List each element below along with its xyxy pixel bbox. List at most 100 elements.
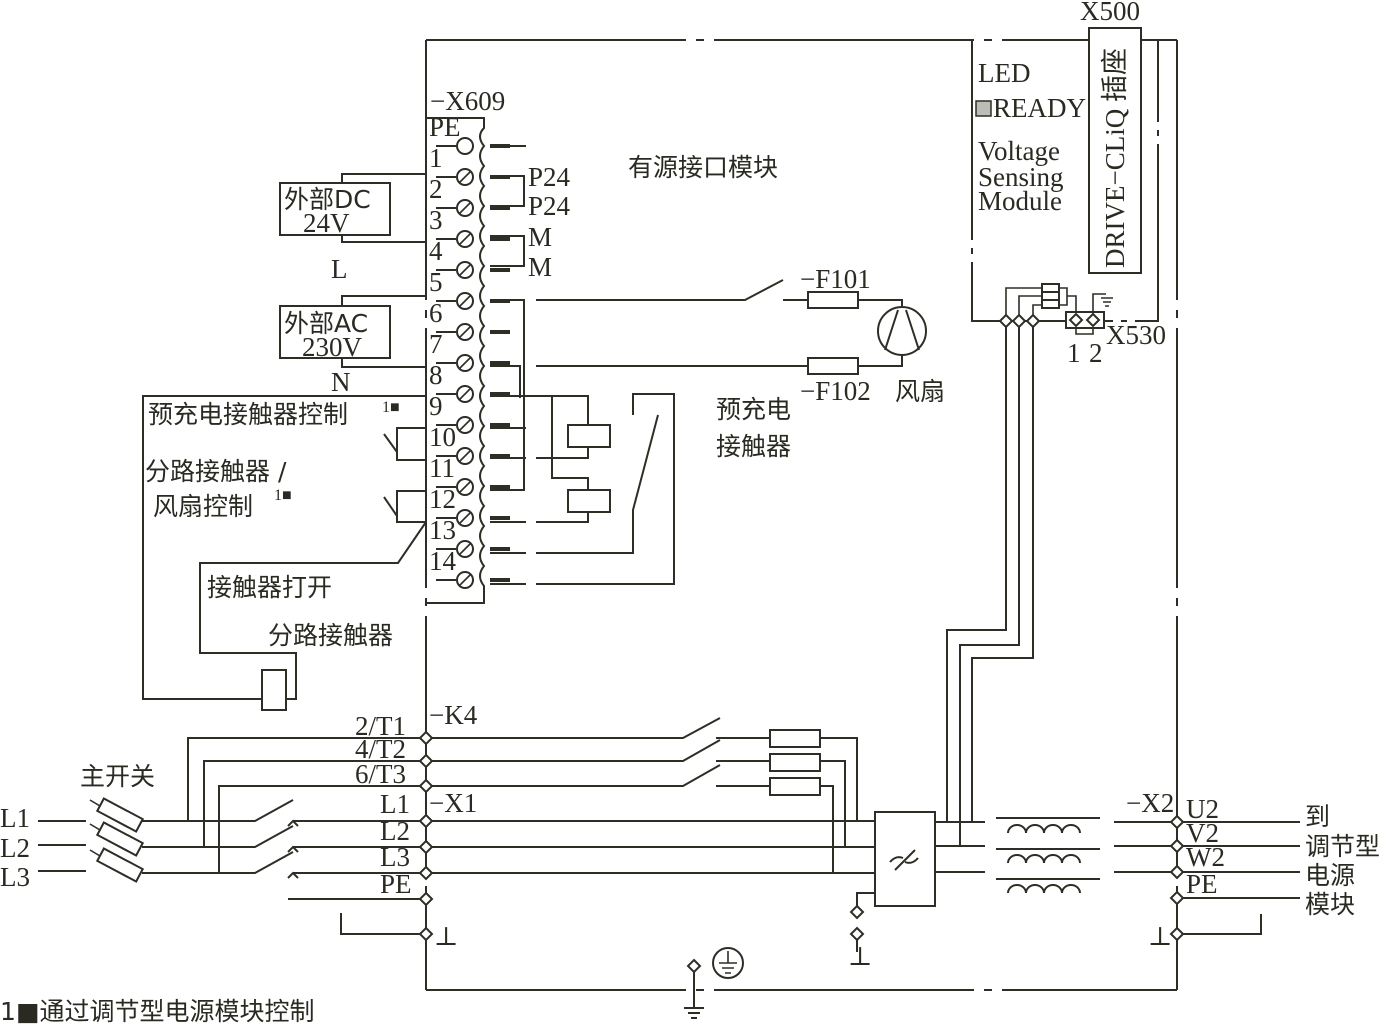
precharge-control-label: 预充电接触器控制 <box>148 400 348 429</box>
x609-pin-5: 5 <box>429 267 510 310</box>
power-terminals <box>418 730 1185 974</box>
rectifier-terminal <box>849 926 865 942</box>
x609-pin-label: 2 <box>429 174 443 204</box>
control-wiring: 预充电接触器控制 1■ 分路接触器 / 风扇控制 1■ 接触器打开 分路接触器 <box>142 395 427 711</box>
internal-relays: 预充电 接触器 <box>490 299 791 585</box>
x1-pin-l1: L1 <box>380 789 410 819</box>
x530-pin2: 2 <box>1089 338 1103 368</box>
bypass-fan-label-1: 分路接触器 / <box>145 457 287 486</box>
x1-terminal <box>418 753 434 769</box>
vsm-terminals <box>998 312 1101 329</box>
fuse-f102 <box>807 357 859 375</box>
x609-pin-label: 13 <box>429 515 456 545</box>
x1-terminal <box>418 891 434 907</box>
x609-pin-2: 2 <box>429 174 510 217</box>
drivecliq-label: DRIVE−CLiQ 插座 <box>1100 48 1130 268</box>
x1-terminal <box>418 778 434 794</box>
x530-label: X530 <box>1106 320 1166 350</box>
x609-pin-label: 4 <box>429 236 443 266</box>
drivecliq-socket <box>1088 27 1142 274</box>
inductor-coil <box>1007 854 1081 864</box>
bypass-contactor-label: 分路接触器 <box>268 621 393 650</box>
x609-pin-14: 14 <box>429 546 510 589</box>
x2-terminal <box>1169 838 1185 854</box>
fuse-f101-label: −F101 <box>800 264 871 294</box>
fuse-f101 <box>807 291 859 309</box>
contactor-open-label: 接触器打开 <box>207 573 332 602</box>
rectifier-terminal <box>849 904 865 920</box>
fan-circuit: −F101 −F102 风扇 <box>536 264 945 406</box>
x500-label: X500 <box>1080 0 1140 26</box>
to-module-2: 调节型 <box>1305 832 1380 861</box>
x1-terminal <box>418 730 434 746</box>
x609-pin-label: 11 <box>429 453 455 483</box>
m-label-1: M <box>528 222 552 252</box>
precharge-contactor-label-1: 预充电 <box>716 395 791 424</box>
x2-terminal <box>1169 814 1185 830</box>
x1-terminal <box>418 839 434 855</box>
external-dc-supply: 外部DC 24V <box>279 173 426 243</box>
ground-icon <box>1101 297 1113 307</box>
power-section: −K4 −X1 2/T1 4/T2 6/T3 L1 L2 L3 PE 主开关 L… <box>0 700 1380 1019</box>
module-title: 有源接口模块 <box>628 153 778 182</box>
x2-terminal <box>1169 890 1185 906</box>
x2-ground-symbol: ⊥ <box>1148 922 1172 951</box>
x609-pin-label: 12 <box>429 484 456 514</box>
ready-label: READY <box>993 93 1086 123</box>
x609-pin-4: 4 <box>429 236 510 279</box>
x609-pin-6: 6 <box>429 298 510 341</box>
x609-pin-label: PE <box>429 112 461 142</box>
x2-terminal <box>1169 926 1185 942</box>
x609-pin-label: 3 <box>429 205 443 235</box>
x530-terminal <box>1068 312 1084 328</box>
main-switch-label: 主开关 <box>80 762 155 791</box>
precharge-contactor-label-2: 接触器 <box>716 432 791 461</box>
x609-pin-10: 10 <box>429 422 510 465</box>
converter-icon <box>889 849 919 871</box>
module-boundary <box>425 39 1178 991</box>
x609-pin-label: 14 <box>429 546 457 576</box>
x2-label: −X2 <box>1126 788 1174 818</box>
footnote-mark-1: 1■ <box>382 399 400 416</box>
x1-terminal <box>418 865 434 881</box>
main-switch-fuses <box>89 797 145 883</box>
footnote: 1■通过调节型电源模块控制 <box>0 997 315 1026</box>
k4-label: −K4 <box>429 700 478 730</box>
x609-pin-label: 7 <box>429 329 443 359</box>
vsm-sense-terminal <box>1025 313 1041 329</box>
x609-pin-3: 3 <box>429 205 510 248</box>
ext-ac-line2: 230V <box>302 332 363 362</box>
footnote-mark-2: 1■ <box>274 487 292 504</box>
protective-earth-icon <box>712 947 744 979</box>
m-label-2: M <box>528 252 552 282</box>
k4-pin-t3: 6/T3 <box>355 759 406 789</box>
x609-pin-7: 7 <box>429 329 510 372</box>
line-reactor-coils <box>1007 824 1081 894</box>
vsm-line2: Sensing <box>978 162 1064 192</box>
ext-ac-line1: 外部AC <box>284 309 368 338</box>
ready-led-indicator <box>975 100 992 117</box>
x609-pin-label: 1 <box>429 143 443 173</box>
x609-pin-8: 8 <box>429 360 510 403</box>
p24-label-2: P24 <box>528 191 571 221</box>
x1-label: −X1 <box>429 788 477 818</box>
x609-pin-label: 5 <box>429 267 443 297</box>
ext-dc-line2: 24V <box>303 208 350 238</box>
to-module-3: 电源 <box>1305 861 1355 890</box>
inductor-coil <box>1007 884 1081 894</box>
k4-pin-t1: 2/T1 <box>355 711 406 741</box>
fuse-f102-label: −F102 <box>800 376 871 406</box>
vsm-sense-terminal <box>998 313 1014 329</box>
voltage-sensing-module: X500 DRIVE−CLiQ 插座 LED READY Voltage Sen… <box>946 0 1166 846</box>
vsm-sense-terminal <box>1011 313 1027 329</box>
fan-motor-icon <box>877 306 927 356</box>
n-label: N <box>331 367 351 397</box>
x1-ground-symbol: ⊥ <box>434 922 458 951</box>
p24-m-bridges: P24 P24 M M <box>490 145 571 282</box>
vsm-line3: Module <box>978 186 1062 216</box>
x1-terminal <box>418 926 434 942</box>
inductor-coil <box>1007 824 1081 834</box>
pe-terminal <box>686 958 702 974</box>
vsm-line1: Voltage <box>978 136 1060 166</box>
